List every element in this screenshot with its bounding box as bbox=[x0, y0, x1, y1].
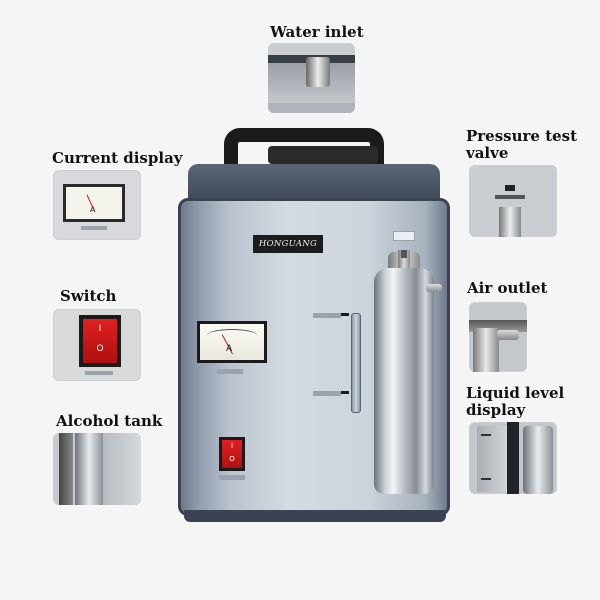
pressure-valve-cap bbox=[393, 231, 415, 241]
air-outlet-thumbnail bbox=[469, 302, 527, 372]
level-max-mark bbox=[341, 313, 349, 316]
ammeter-face: A bbox=[200, 324, 264, 360]
alcohol-tank-label: Alcohol tank bbox=[56, 412, 163, 430]
alcohol-tank-thumbnail bbox=[53, 433, 141, 505]
pressure-test-valve-label-line2: valve bbox=[466, 144, 509, 162]
liquid-level-display-label: Liquid level display bbox=[466, 385, 564, 419]
air-outlet-label: Air outlet bbox=[467, 279, 548, 297]
power-switch[interactable]: I O bbox=[219, 437, 245, 471]
switch-off-icon: O bbox=[96, 344, 104, 354]
handle-bar bbox=[268, 146, 378, 164]
pressure-test-valve-label-line1: Pressure test bbox=[466, 127, 578, 145]
tank-valve-top bbox=[401, 250, 407, 258]
meter-caption-plate bbox=[217, 369, 243, 374]
power-off-symbol: O bbox=[229, 455, 235, 463]
power-on-symbol: I bbox=[230, 442, 234, 450]
hydrogen-generator-machine: HONGUANG A I O bbox=[178, 128, 452, 522]
liquid-level-display-label-line2: display bbox=[466, 401, 526, 419]
liquid-level-display-label-line1: Liquid level bbox=[466, 384, 565, 402]
brand-plate: HONGUANG bbox=[253, 235, 323, 253]
alcohol-tank bbox=[374, 268, 434, 494]
liquid-level-display-thumbnail bbox=[469, 422, 557, 494]
cabinet-top bbox=[188, 164, 440, 204]
current-display-thumbnail: A bbox=[53, 170, 141, 240]
level-min-caption bbox=[313, 391, 341, 396]
level-min-mark bbox=[341, 391, 349, 394]
power-switch-face: I O bbox=[222, 440, 242, 468]
ammeter: A bbox=[197, 321, 267, 363]
meter-unit-label: A bbox=[226, 344, 233, 354]
liquid-level-tube bbox=[351, 313, 361, 413]
cabinet-base bbox=[184, 510, 446, 522]
water-inlet-thumbnail bbox=[268, 43, 355, 113]
current-display-label: Current display bbox=[52, 149, 183, 167]
water-inlet-label: Water inlet bbox=[270, 23, 364, 41]
switch-caption-plate bbox=[219, 475, 245, 480]
switch-thumbnail: I O bbox=[53, 309, 141, 381]
pressure-test-valve-thumbnail bbox=[469, 165, 557, 237]
air-outlet-nozzle bbox=[426, 284, 442, 292]
switch-on-icon: I bbox=[98, 324, 102, 334]
switch-label: Switch bbox=[60, 287, 117, 305]
pressure-test-valve-label: Pressure test valve bbox=[466, 128, 577, 162]
level-max-caption bbox=[313, 313, 341, 318]
